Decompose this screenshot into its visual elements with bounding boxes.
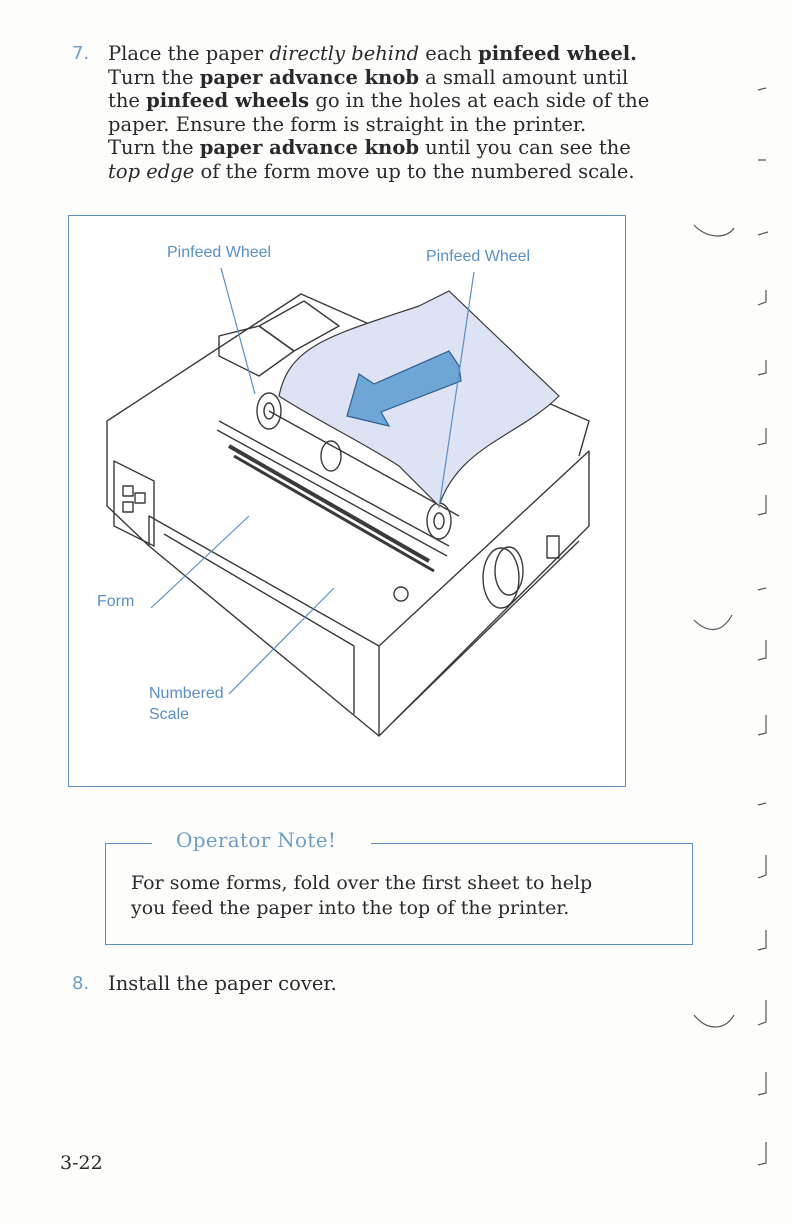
pinfeed-wheel-left (256, 392, 282, 430)
step-text: Install the paper cover. (108, 972, 337, 995)
pinfeed-shaft (268, 410, 460, 517)
callout-pinfeed-right: Pinfeed Wheel (426, 248, 531, 265)
center-collar (320, 440, 342, 472)
step-text: Place the paper directly behind each pin… (108, 42, 692, 183)
step-line: the pinfeed wheels go in the holes at ea… (108, 89, 650, 112)
note-body: For some forms, fold over the first shee… (131, 872, 593, 919)
callout-pinfeed-left: Pinfeed Wheel (167, 244, 272, 261)
printer-illustration: Pinfeed Wheel Pinfeed Wheel Form Numbere… (68, 215, 626, 787)
binder-tab-marks (693, 87, 769, 1166)
printer-front-inner (163, 533, 355, 714)
printer-right-side (378, 450, 590, 737)
step-line: Turn the paper advance knob until you ca… (108, 136, 631, 159)
tractor-bar (218, 420, 450, 547)
step-8: 8. Install the paper cover. (72, 972, 692, 996)
pinfeed-wheel-right (426, 502, 452, 540)
tractor-bar-2 (216, 429, 448, 557)
page-number: 3-22 (60, 1152, 103, 1174)
callout-line-pinfeed-left (220, 267, 256, 395)
callout-line-pinfeed-right (438, 271, 475, 509)
numbered-scale-bar (233, 454, 435, 573)
printer-right-inner (393, 540, 580, 722)
step-line: Place the paper directly behind each pin… (108, 42, 637, 65)
step-line: paper. Ensure the form is straight in th… (108, 112, 587, 136)
step-line: top edge of the form move up to the numb… (108, 159, 635, 183)
feed-direction-arrow (346, 350, 462, 427)
step-number: 7. (72, 43, 90, 64)
lid-left (218, 325, 295, 377)
power-switch (546, 535, 560, 559)
operator-note-box: Operator Note! For some forms, fold over… (105, 828, 693, 945)
print-head-rail (228, 444, 430, 563)
callout-line-form (150, 515, 250, 609)
continuous-form (278, 290, 560, 508)
paper-advance-knob (482, 547, 520, 609)
printer-left-side (106, 421, 150, 547)
step-number: 8. (72, 973, 90, 994)
control-panel (113, 460, 155, 547)
callout-line-scale (228, 587, 335, 695)
step-line: Turn the paper advance knob a small amou… (108, 65, 629, 89)
ribbon-knob (393, 586, 409, 602)
step-7: 7. Place the paper directly behind each … (72, 42, 692, 183)
printer-drawing (106, 267, 590, 737)
callout-form: Form (97, 593, 135, 610)
callout-numbered-scale: Numbered Scale (149, 685, 224, 723)
note-title: Operator Note! (176, 828, 337, 852)
